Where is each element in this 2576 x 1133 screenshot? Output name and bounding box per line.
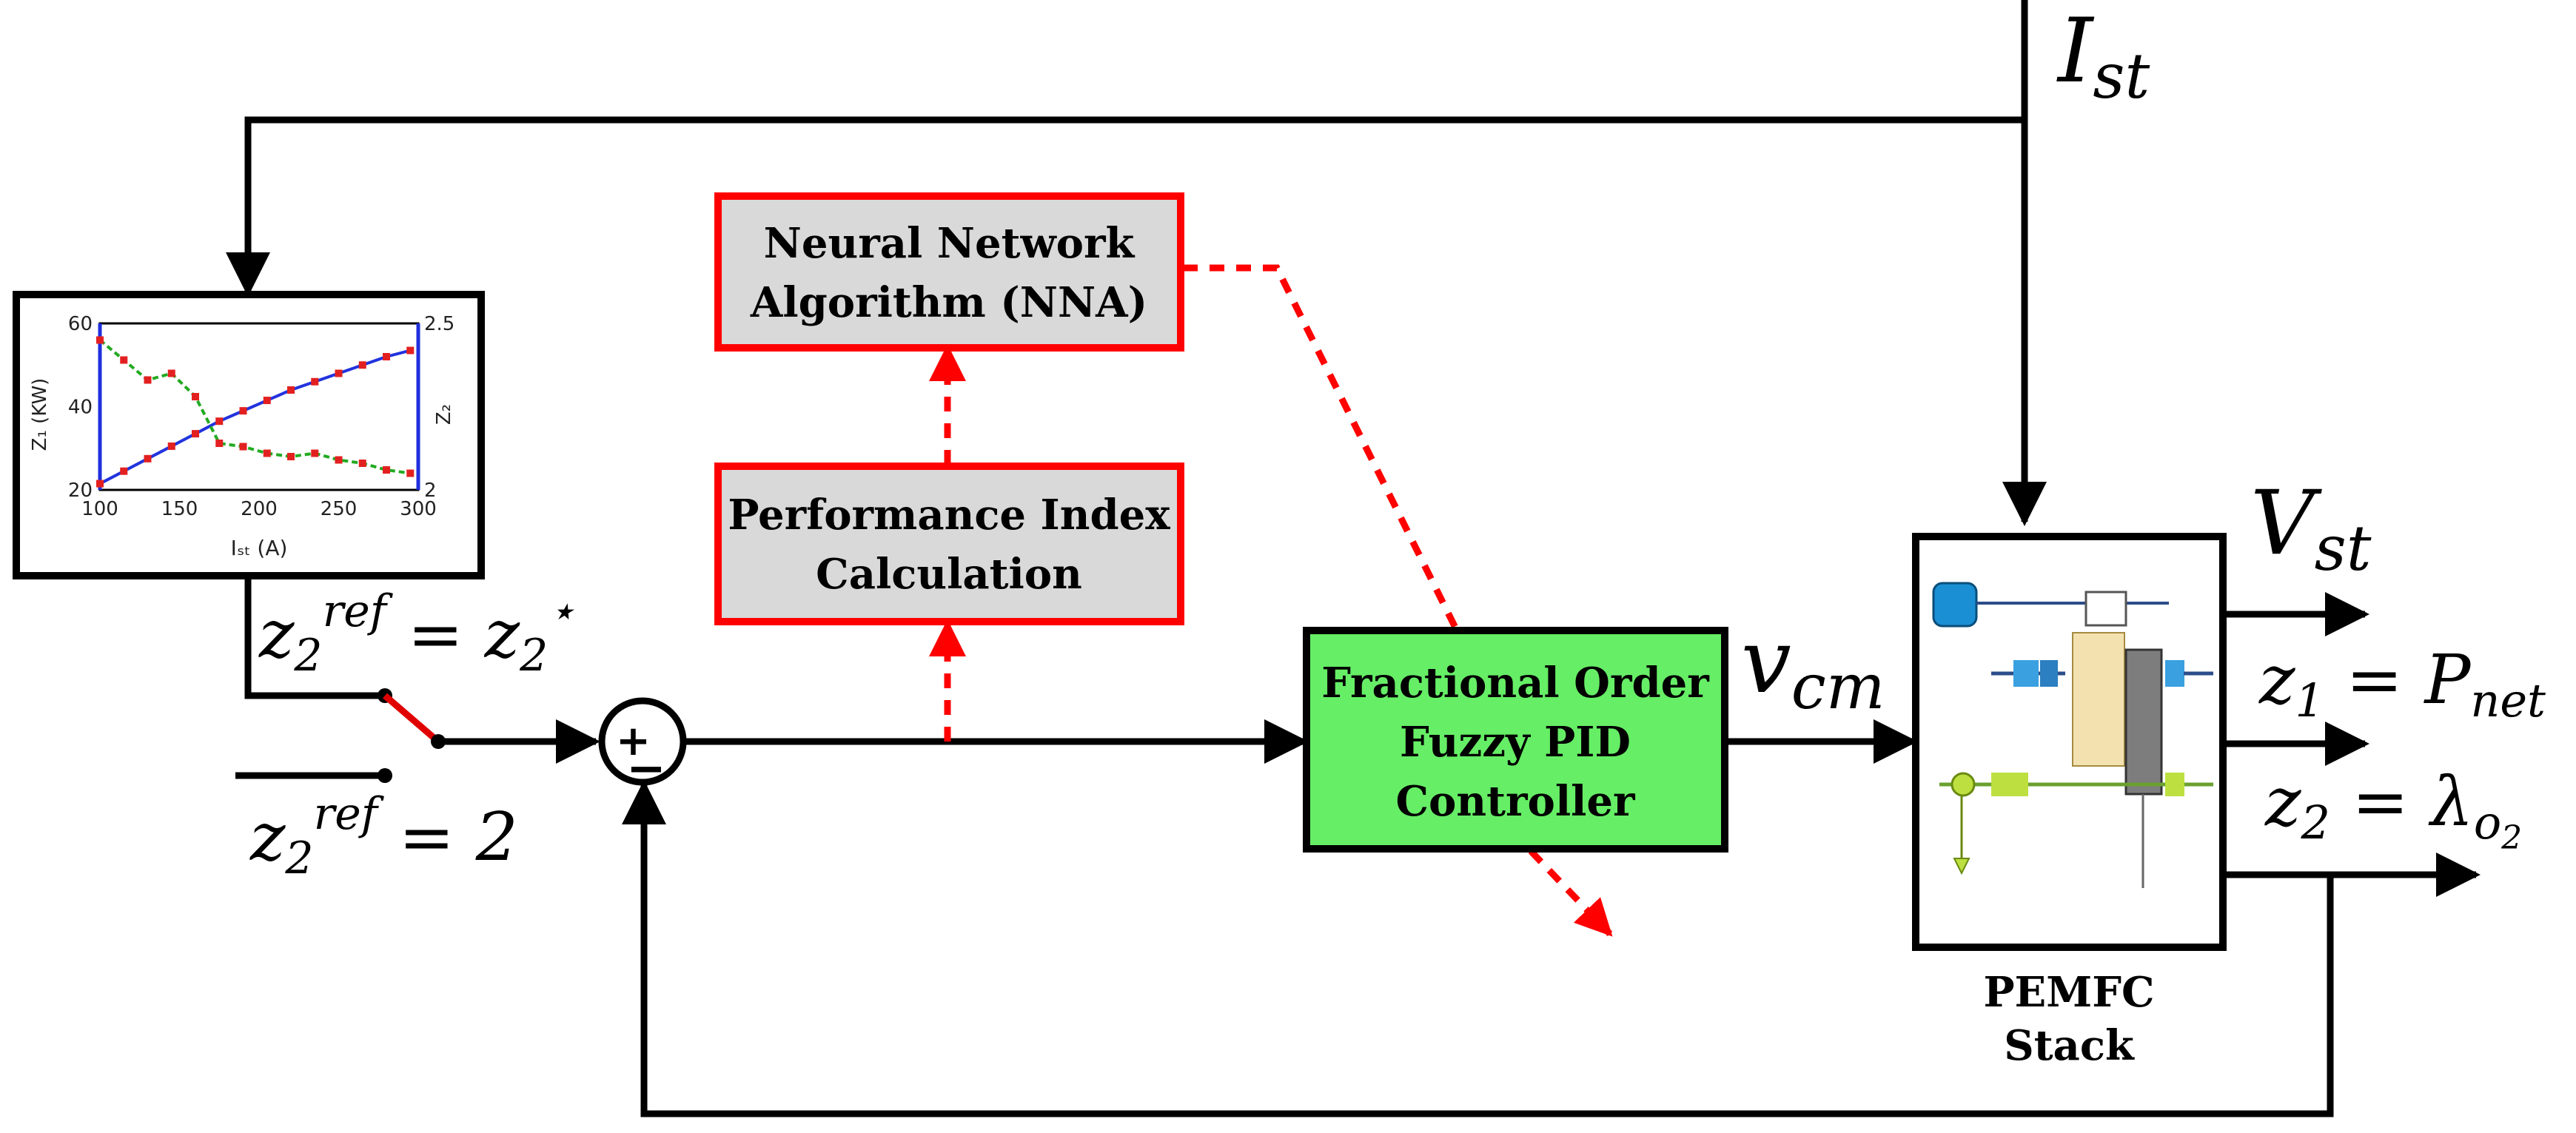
pemfc-stack-block: PEMFC Stack (1912, 533, 2227, 1070)
chart-y-right-label: Z₂ (433, 404, 455, 425)
series-0-point-4 (192, 430, 199, 438)
series-1-point-3 (167, 369, 175, 377)
series-1-point-7 (263, 449, 271, 457)
series-1-point-8 (287, 453, 295, 460)
chart-x-tick-1: 150 (161, 498, 198, 520)
chart-x-tick-4: 300 (400, 498, 437, 520)
chart-x-ticks: 100 150 200 250 300 (81, 498, 437, 520)
chart-y-left-label: Z₁ (KW) (29, 378, 51, 451)
series-1-point-1 (120, 356, 128, 364)
controller-label-line1: Fractional Order (1321, 659, 1710, 707)
chart-left-tick-0: 60 (68, 313, 93, 335)
nna-label-line2: Algorithm (NNA) (750, 278, 1147, 327)
z1-label: z1 = Pnet (2258, 640, 2546, 727)
nna-label-line1: Neural Network (764, 219, 1136, 268)
series-0-point-13 (406, 346, 415, 354)
pic-label-line2: Calculation (816, 550, 1082, 599)
series-1-point-2 (144, 376, 152, 384)
ref-star-label: z2ref = z2⋆ (258, 585, 576, 682)
vst-label: Vst (2250, 472, 2372, 585)
chart-left-tick-1: 40 (68, 397, 93, 419)
series-1-point-13 (406, 469, 415, 477)
performance-index-block: Performance Index Calculation (714, 463, 1184, 625)
sum-minus-sign: − (626, 742, 666, 796)
series-1-point-6 (239, 443, 247, 451)
series-0-point-3 (167, 442, 175, 450)
ist-label: Ist (2056, 0, 2150, 112)
selector-switch[interactable] (383, 693, 440, 744)
pemfc-label-line1: PEMFC (1983, 968, 2154, 1017)
series-0-point-0 (96, 480, 104, 488)
series-1-point-4 (192, 393, 199, 400)
series-0-point-7 (263, 397, 271, 405)
series-0-point-8 (287, 386, 295, 394)
series-1-point-0 (96, 336, 104, 344)
series-0-point-6 (239, 407, 247, 415)
controller-tuning-arrow (1528, 848, 1613, 937)
chart-x-tick-2: 200 (241, 498, 278, 520)
series-0-point-9 (311, 377, 319, 386)
chart-x-tick-0: 100 (81, 498, 118, 520)
series-0-point-2 (144, 454, 152, 463)
z2-label: z2 = λo2 (2264, 762, 2522, 857)
series-1-point-5 (215, 440, 224, 447)
controller-label-line2: Fuzzy PID (1400, 718, 1631, 767)
nna-block: Neural Network Algorithm (NNA) (714, 192, 1184, 352)
chart-right-tick-0: 2.5 (424, 313, 455, 335)
series-0-point-5 (215, 417, 224, 426)
series-0-point-11 (358, 361, 366, 369)
series-1-point-9 (311, 449, 319, 457)
series-1-point-11 (358, 460, 366, 467)
vcm-label: vcm (1741, 611, 1885, 723)
feedback-wire (622, 780, 2334, 1117)
series-line-0 (99, 349, 411, 485)
summing-junction: + − (598, 697, 687, 796)
series-1-point-12 (383, 466, 390, 474)
series-0-point-1 (120, 467, 128, 475)
chart-series (96, 336, 415, 488)
series-0-point-10 (335, 369, 343, 377)
chart-right-tick-1: 2 (424, 480, 437, 502)
ist-branch-wire (226, 116, 2025, 297)
ref-star-wire (244, 576, 385, 699)
chart-left-ticks: 60 40 20 (68, 313, 93, 502)
pemfc-label-line2: Stack (2004, 1021, 2135, 1070)
chart-x-tick-3: 250 (321, 498, 358, 520)
chart-left-tick-2: 20 (68, 480, 93, 502)
series-1-point-10 (335, 456, 343, 464)
nna-to-controller-dashed (1183, 264, 1460, 632)
controller-label-line3: Controller (1395, 777, 1636, 826)
series-0-point-12 (383, 353, 390, 360)
pemfc-schematic-image (1932, 582, 2213, 888)
sum-plus-sign: + (616, 717, 651, 765)
chart-x-label: Iₛₜ (A) (231, 536, 288, 560)
ref-const-label: z2ref = 2 (249, 788, 518, 884)
switch-contact-bottom (378, 768, 392, 783)
pic-label-line1: Performance Index (728, 491, 1170, 539)
controller-block: Fractional Order Fuzzy PID Controller (1303, 627, 1728, 853)
chart-right-ticks: 2.52 (424, 313, 455, 502)
